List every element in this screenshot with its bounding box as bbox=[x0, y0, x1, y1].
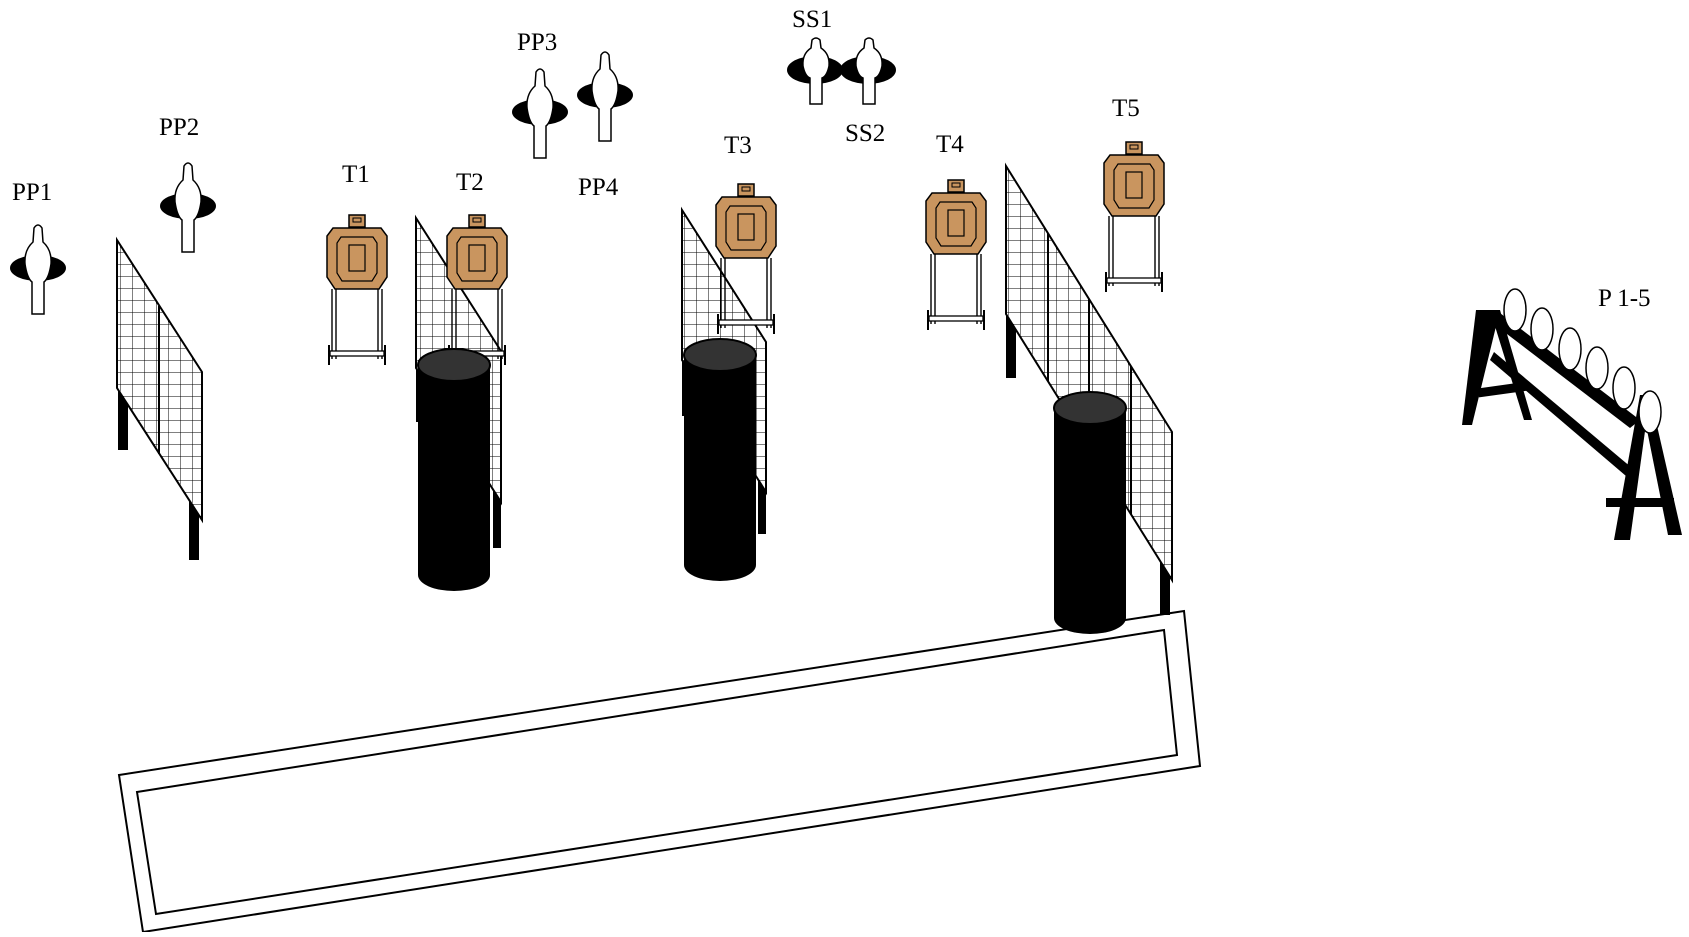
barrel-icon bbox=[683, 338, 757, 582]
label-plates: P 1-5 bbox=[1598, 285, 1651, 312]
label-ss1: SS1 bbox=[792, 6, 832, 33]
pepper-popper-icon bbox=[576, 51, 634, 142]
steel-swinger-ss2 bbox=[840, 37, 896, 105]
mesh-wall-left bbox=[116, 236, 203, 560]
label-t1: T1 bbox=[342, 161, 370, 188]
steel-swinger-ss1 bbox=[787, 37, 843, 105]
label-pp4: PP4 bbox=[578, 174, 619, 201]
label-pp1: PP1 bbox=[12, 179, 52, 206]
cardboard-target-icon bbox=[1103, 141, 1165, 293]
mesh-wall-right bbox=[1005, 162, 1173, 615]
cardboard-target-icon bbox=[326, 214, 388, 366]
barrel-icon bbox=[1053, 391, 1127, 635]
label-t2: T2 bbox=[456, 169, 484, 196]
pepper-popper-icon bbox=[9, 224, 67, 315]
pepper-popper-icon bbox=[511, 68, 569, 159]
label-pp3: PP3 bbox=[517, 29, 557, 56]
label-pp2: PP2 bbox=[159, 114, 199, 141]
label-ss2: SS2 bbox=[845, 120, 885, 147]
barrel-icon bbox=[417, 348, 491, 592]
label-t5: T5 bbox=[1112, 95, 1140, 122]
cardboard-target-icon bbox=[925, 179, 987, 331]
pepper-popper-icon bbox=[159, 162, 217, 253]
plate-rack-icon bbox=[1462, 288, 1682, 540]
shooting-box-icon bbox=[117, 609, 1202, 934]
label-t3: T3 bbox=[724, 132, 752, 159]
label-t4: T4 bbox=[936, 131, 964, 158]
